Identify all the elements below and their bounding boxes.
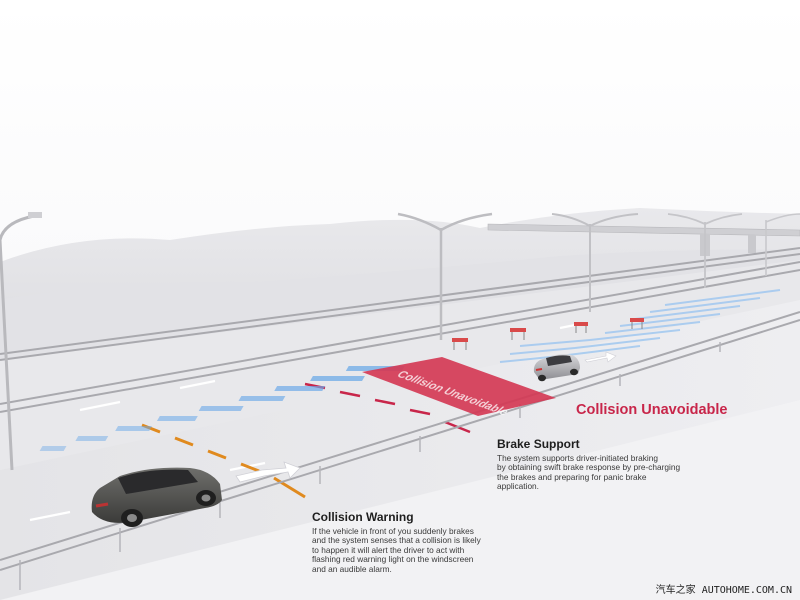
guard-rails [0, 247, 800, 571]
brake-support-line: The system supports driver-initiated bra… [497, 453, 658, 463]
collision-warning-line: and the system senses that a collision i… [312, 535, 481, 546]
brake-support-title: Brake Support [497, 437, 580, 451]
street-lamp-icon [765, 213, 800, 276]
collision-warning-description: If the vehicle in front of you suddenly … [312, 526, 512, 574]
sensor-field [499, 289, 781, 363]
arrow-icon [584, 351, 617, 363]
street-lamp-icon [0, 212, 42, 471]
watermark: 汽车之家 AUTOHOME.COM.CN [655, 585, 792, 596]
suv-car-icon [91, 467, 223, 527]
collision-warning-title: Collision Warning [312, 510, 414, 524]
sensor-beam [39, 366, 405, 451]
collision-warning-callout: Collision Warning If the vehicle in fron… [312, 510, 512, 574]
collision-warning-line: to happen it will alert the driver to ac… [312, 544, 465, 555]
brake-support-line: by obtaining swift brake response by pre… [497, 462, 681, 473]
street-lamp-icon [397, 212, 493, 340]
barrier-icon [510, 328, 526, 340]
collision-warning-line: If the vehicle in front of you suddenly … [312, 526, 474, 536]
arrow-icon [235, 461, 301, 483]
collision-warning-line: flashing red warning light on the windsc… [312, 554, 474, 565]
brake-support-description: The system supports driver-initiated bra… [497, 453, 712, 492]
barrier-icon [452, 338, 468, 350]
barrier-icon [630, 318, 644, 329]
street-lamp-icon [667, 213, 743, 288]
street-lamp-icon [551, 213, 639, 312]
collision-warning-line: and an audible alarm. [312, 563, 392, 574]
brake-support-callout: Brake Support The system supports driver… [497, 437, 712, 492]
brake-support-line: the brakes and preparing for panic brake [497, 471, 647, 482]
sedan-car-icon [533, 354, 580, 382]
brake-support-line: application. [497, 481, 539, 492]
barrier-icon [574, 322, 588, 333]
collision-unavoidable-title: Collision Unavoidable [576, 402, 728, 418]
